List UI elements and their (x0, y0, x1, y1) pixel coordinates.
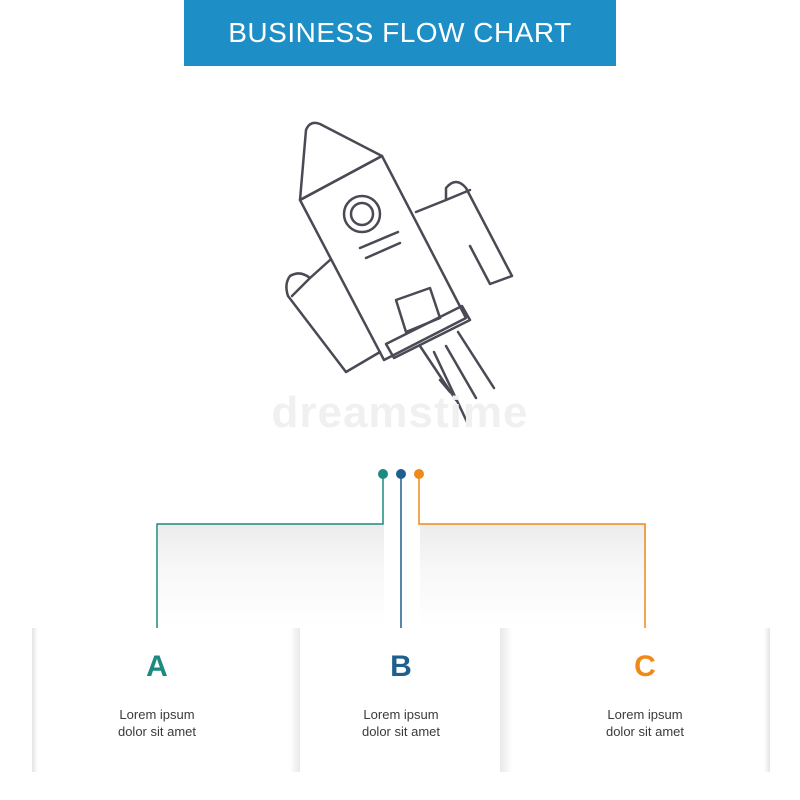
step-text-b-line1: Lorem ipsum (363, 707, 439, 722)
rocket-icon (285, 121, 514, 426)
step-text-a-line1: Lorem ipsum (119, 707, 195, 722)
card-a-edge (32, 628, 38, 772)
panel-shade-right (420, 524, 646, 628)
watermark: dreamstime (271, 388, 529, 437)
step-text-b-line2: dolor sit amet (361, 724, 441, 739)
step-letter-b: B (390, 650, 412, 683)
page-title: BUSINESS FLOW CHART (228, 17, 572, 48)
title-banner: BUSINESS FLOW CHART (184, 0, 616, 66)
step-text-c-line1: Lorem ipsum (607, 707, 683, 722)
card-b-shadow-left (290, 628, 300, 772)
step-text-c-line2: dolor sit amet (605, 724, 685, 739)
connector-c (418, 474, 646, 640)
step-text-a-line2: dolor sit amet (117, 724, 197, 739)
connector-a (156, 474, 384, 640)
step-letter-a: A (146, 650, 168, 683)
step-card-a: A Lorem ipsum dolor sit amet (24, 628, 290, 772)
card-b-shadow-right (500, 628, 512, 772)
step-card-c: C Lorem ipsum dolor sit amet (512, 628, 778, 772)
panel-shade-left (158, 524, 384, 628)
connector-dot-a (378, 469, 388, 479)
step-card-b: B Lorem ipsum dolor sit amet (268, 628, 534, 772)
connector-dot-c (414, 469, 424, 479)
step-text-c: Lorem ipsum dolor sit amet (512, 706, 778, 740)
step-letter-c: C (634, 650, 656, 683)
connector-dot-b (396, 469, 406, 479)
step-text-a: Lorem ipsum dolor sit amet (24, 706, 290, 740)
card-c-edge (764, 628, 770, 772)
step-text-b: Lorem ipsum dolor sit amet (268, 706, 534, 740)
